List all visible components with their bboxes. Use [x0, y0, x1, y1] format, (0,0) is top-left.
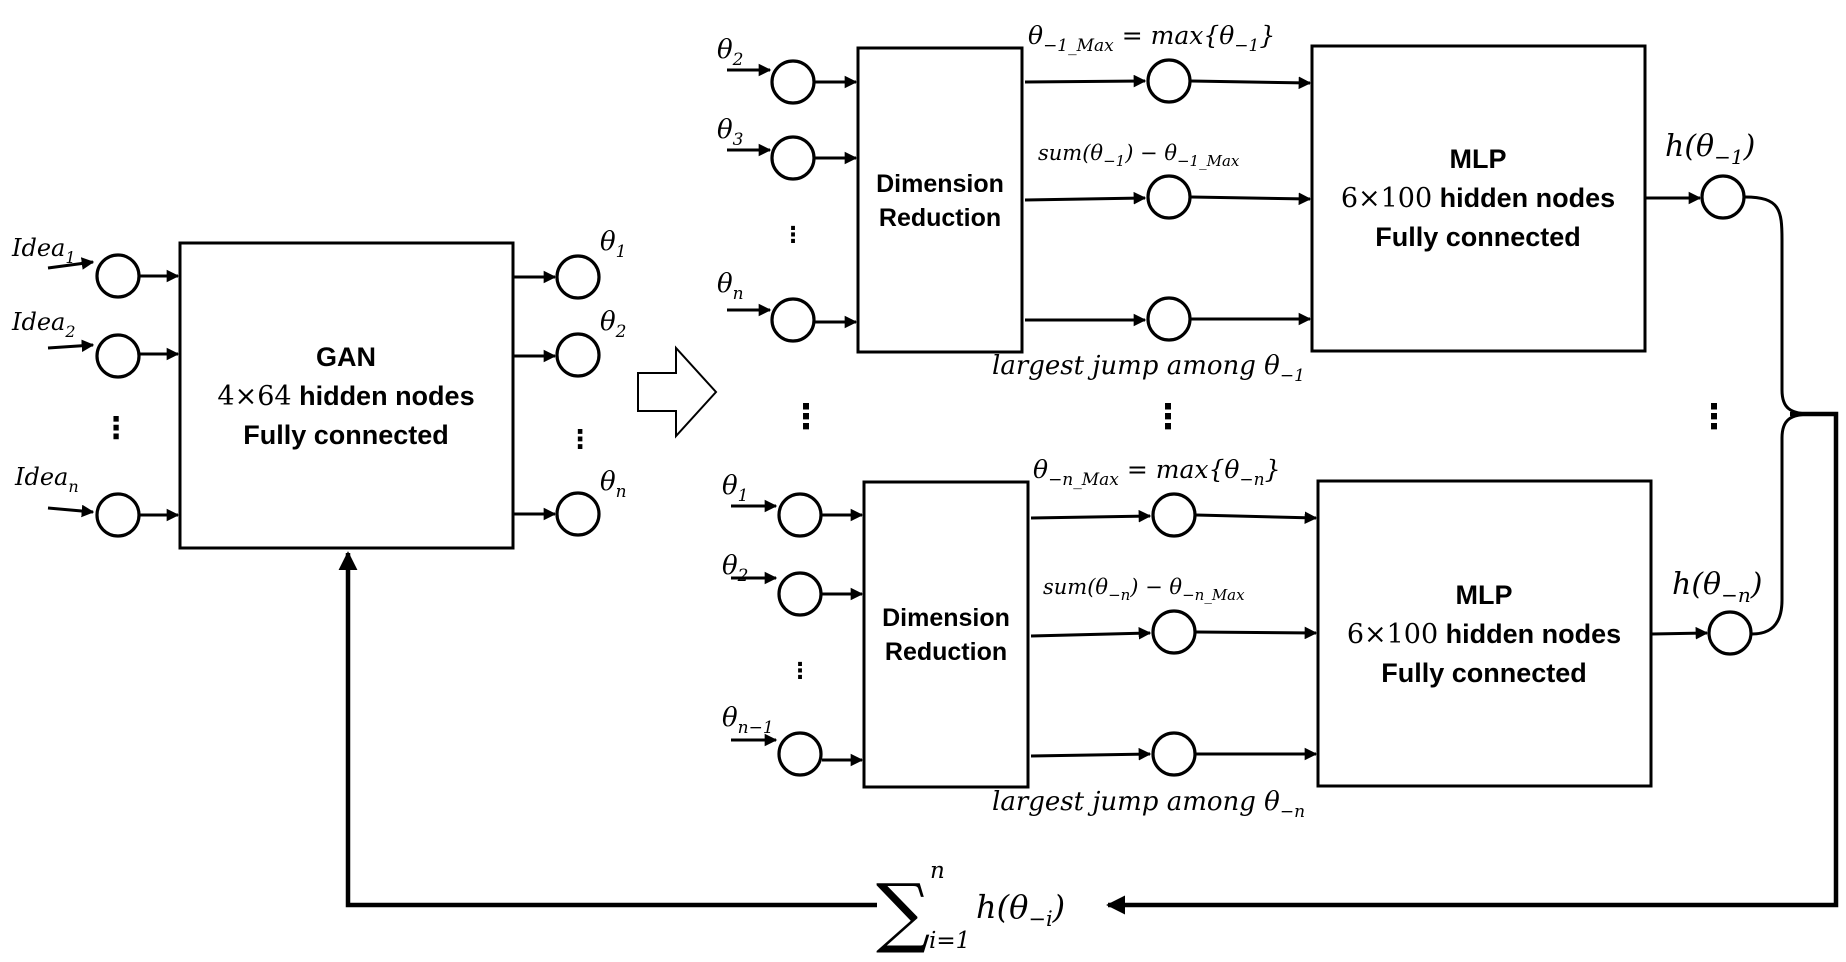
bottom-output-node [1707, 610, 1753, 656]
top-dimension-reduction-box [856, 46, 1024, 354]
bottom-mlp-size-line: 6×100 hidden nodes [1347, 619, 1621, 650]
transition-arrow-icon [637, 345, 718, 439]
gan-input-node-n [95, 492, 141, 538]
summation-lower-limit: i=1 [929, 928, 970, 954]
bottom-input-node-1 [777, 492, 823, 538]
block-ellipsis-right: ⋮ [1697, 397, 1731, 437]
bottom-feature-max-label: θ−n_Max = max{θ−n} [1033, 455, 1281, 490]
feedback-line-left [338, 551, 877, 908]
top-feature-jump-label: largest jump among θ−1 [992, 351, 1305, 386]
gan-box [178, 241, 515, 550]
top-input-node-1 [770, 59, 816, 105]
bottom-output-label: h(θ−n) [1672, 567, 1762, 607]
bottom-input-node-n [777, 731, 823, 777]
summation-term: h(θ−i) [976, 888, 1065, 931]
gan-size-line: 4×64 hidden nodes [217, 381, 474, 412]
bottom-dr-line1: Dimension [882, 604, 1010, 632]
block-ellipsis-left: ⋮ [789, 397, 823, 437]
bottom-input-ellipsis: ⋮ [789, 659, 811, 684]
top-dr-line1: Dimension [876, 170, 1004, 198]
gan-output-label-2: θ2 [600, 307, 626, 342]
gan-input-label-2: Idea2 [11, 308, 76, 341]
top-feature-node-jump [1146, 296, 1192, 342]
bottom-input-label-2: θ2 [722, 551, 748, 586]
summation-sigma: ∑ [876, 867, 930, 956]
bottom-mlp-title: MLP [1456, 580, 1513, 610]
summation-upper-limit: n [930, 858, 945, 884]
gan-output-node-1 [555, 254, 601, 300]
bottom-feature-jump-label: largest jump among θ−n [992, 787, 1305, 822]
gan-connectivity: Fully connected [243, 420, 449, 450]
top-feature-sum-label: sum(θ−1) − θ−1_Max [1038, 141, 1240, 170]
gan-output-label-1: θ1 [600, 227, 626, 262]
top-feature-node-max [1146, 58, 1192, 104]
gan-output-label-n: θn [600, 467, 627, 502]
bottom-mlp-box [1316, 479, 1653, 788]
bottom-dimension-reduction-box [862, 480, 1030, 789]
top-input-label-1: θ2 [717, 35, 743, 70]
gan-output-ellipsis: ⋮ [567, 425, 593, 455]
bottom-feature-node-jump [1151, 731, 1197, 777]
gan-input-node-1 [95, 253, 141, 299]
gan-title: GAN [316, 342, 376, 372]
gan-input-label-n: Idean [14, 463, 79, 496]
bottom-input-node-2 [777, 571, 823, 617]
top-input-label-n: θn [717, 269, 744, 304]
top-input-node-2 [770, 135, 816, 181]
bottom-feature-sum-label: sum(θ−n) − θ−n_Max [1043, 575, 1245, 604]
bottom-input-label-1: θ1 [722, 471, 748, 506]
top-mlp-connectivity: Fully connected [1375, 222, 1581, 252]
top-input-label-2: θ3 [717, 115, 743, 150]
bottom-feature-node-sum [1151, 609, 1197, 655]
bottom-mlp-connectivity: Fully connected [1381, 658, 1587, 688]
top-mlp-title: MLP [1450, 144, 1507, 174]
top-feature-max-label: θ−1_Max = max{θ−1} [1028, 21, 1275, 56]
top-feature-node-sum [1146, 174, 1192, 220]
bottom-feature-node-max [1151, 492, 1197, 538]
gan-output-node-2 [555, 332, 601, 378]
block-ellipsis-middle: ⋮ [1151, 397, 1185, 437]
bottom-dr-line2: Reduction [885, 638, 1007, 666]
gan-input-ellipsis: ⋮ [101, 411, 131, 446]
top-dr-line2: Reduction [879, 204, 1001, 232]
bottom-input-label-n: θn−1 [722, 703, 774, 738]
top-mlp-box [1310, 44, 1647, 353]
gan-output-node-n [555, 491, 601, 537]
top-output-label: h(θ−1) [1665, 129, 1755, 169]
top-mlp-size-line: 6×100 hidden nodes [1341, 183, 1615, 214]
gan-input-label-1: Idea1 [11, 234, 76, 267]
top-input-ellipsis: ⋮ [782, 223, 804, 248]
gan-input-node-2 [95, 333, 141, 379]
feedback-line-right [1106, 411, 1839, 915]
top-output-node [1700, 174, 1746, 220]
top-input-node-n [770, 297, 816, 343]
